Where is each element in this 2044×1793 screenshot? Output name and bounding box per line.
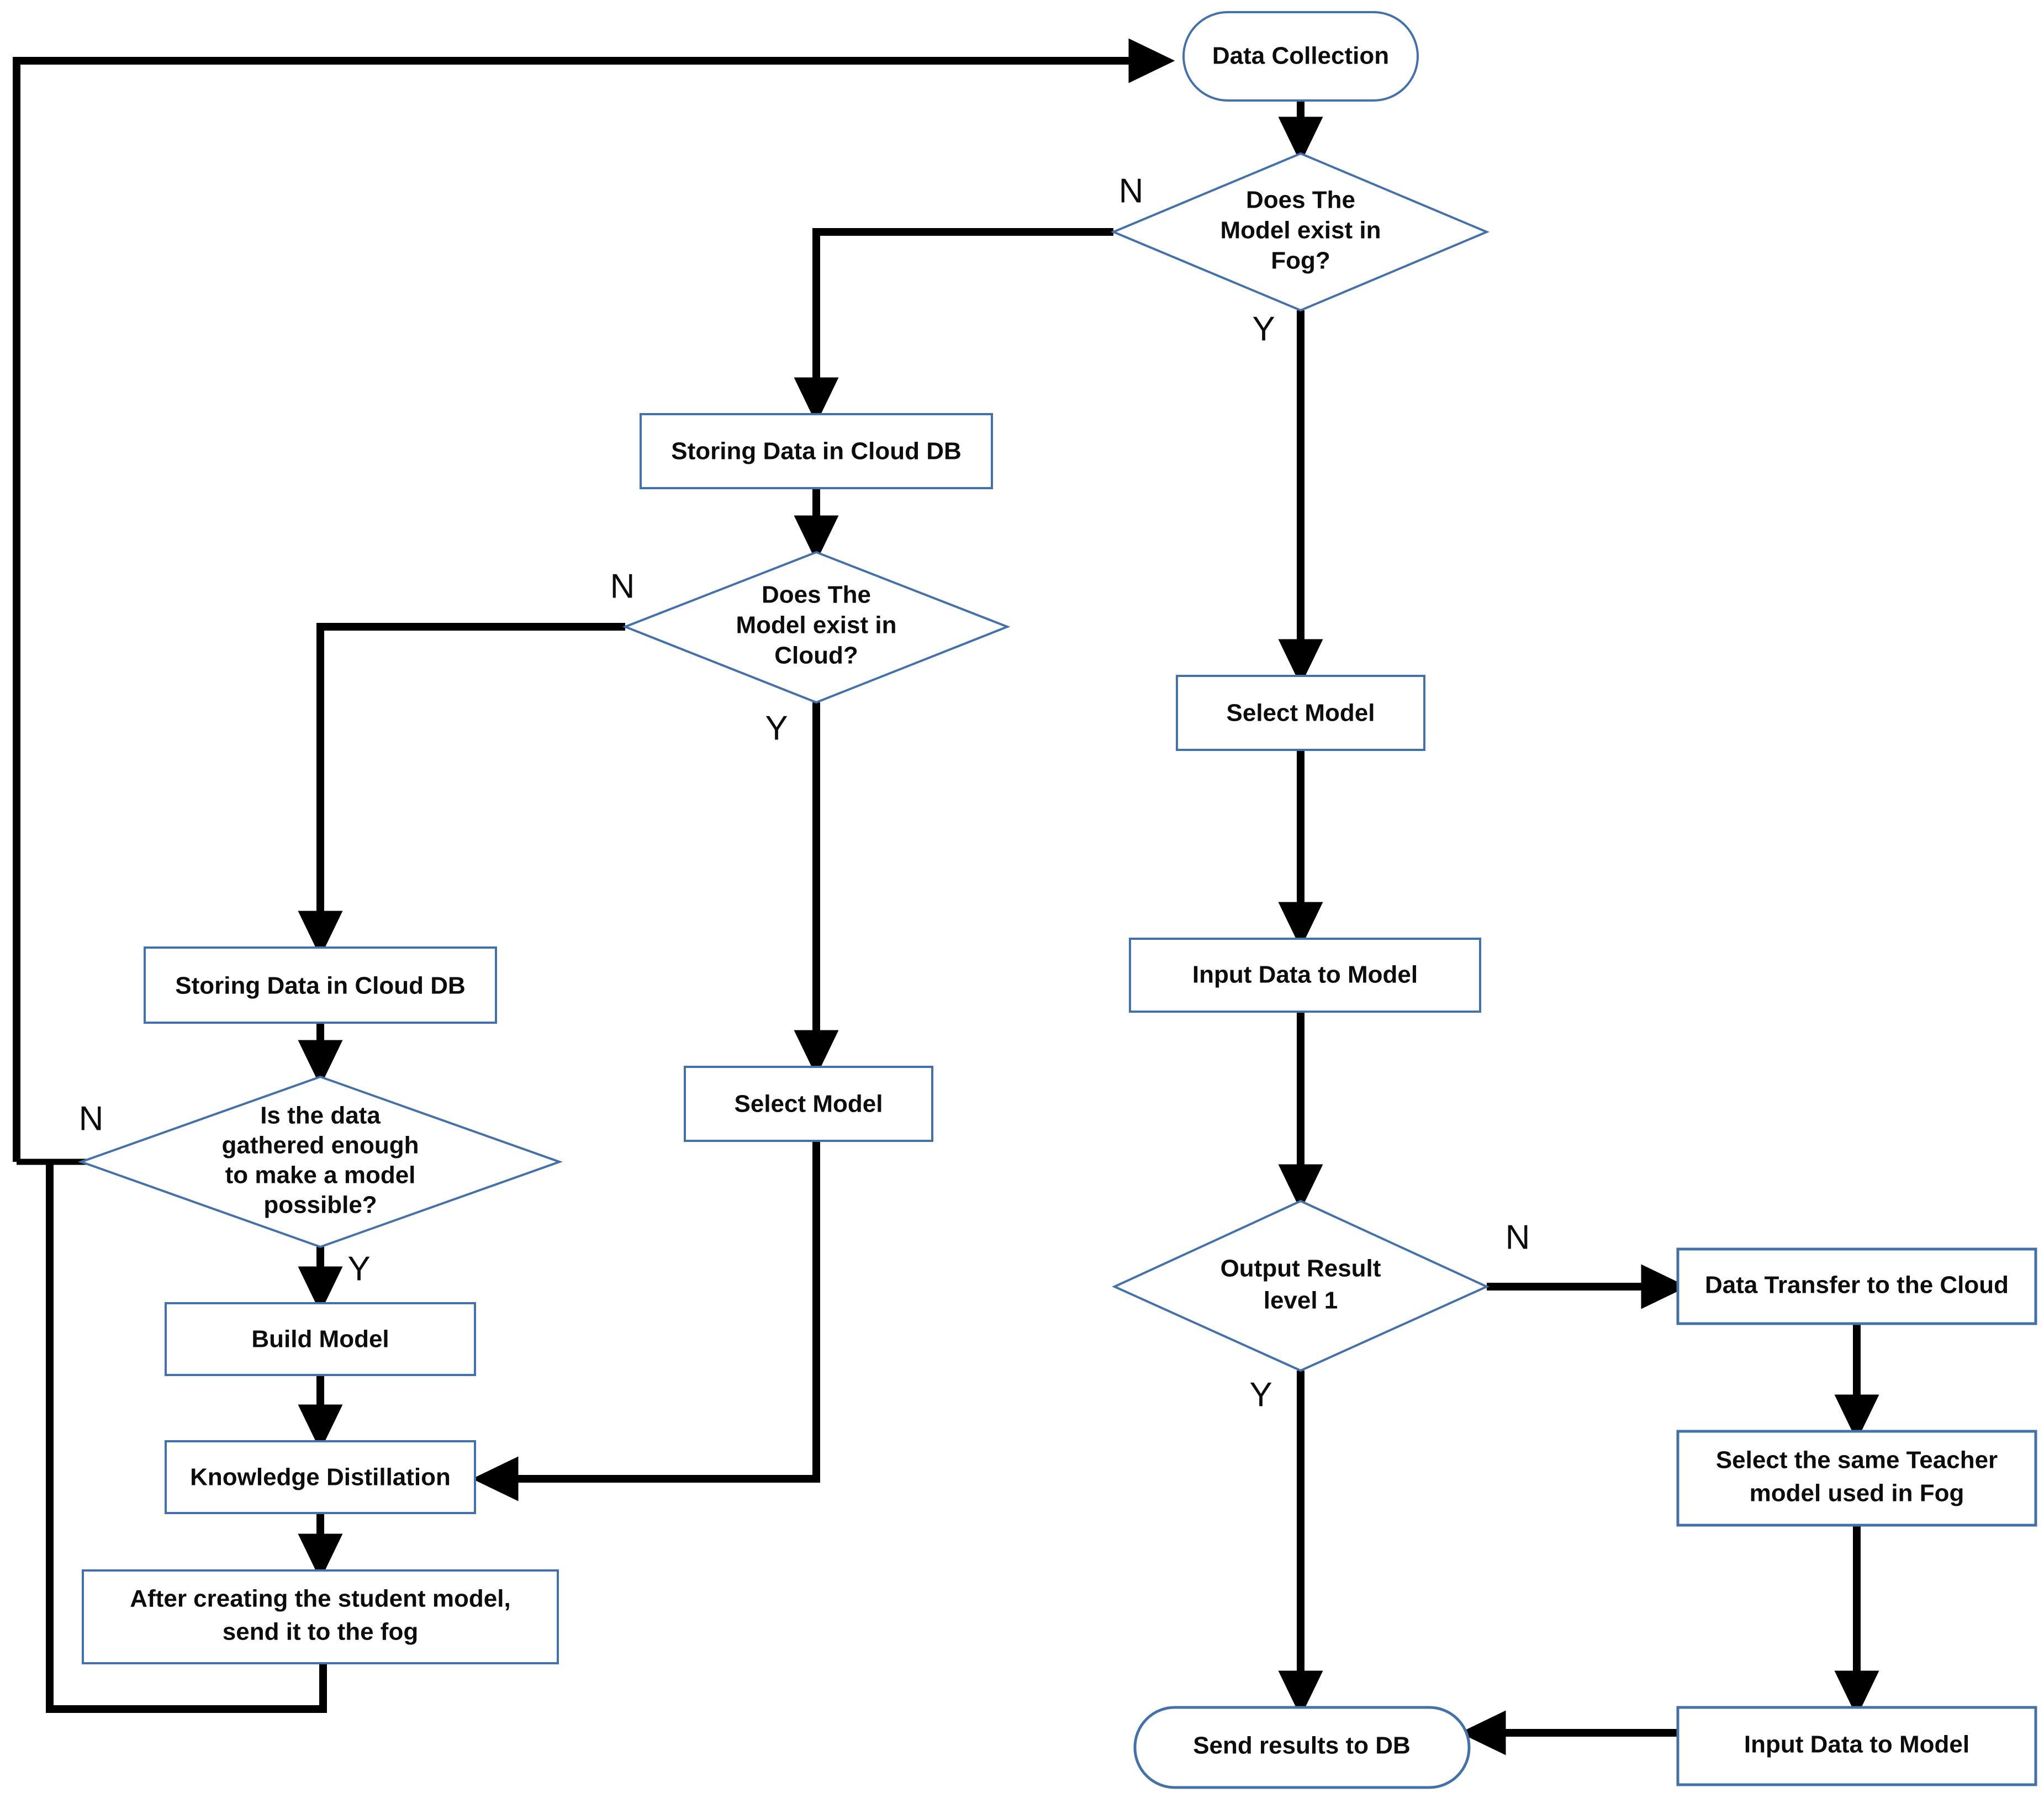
node-after-creating-student-model-line-2: send it to the fog bbox=[223, 1619, 418, 1646]
node-output-result-decision-line-2: level 1 bbox=[1264, 1287, 1338, 1314]
connector-select-model-middle-to-knowledge-distillation bbox=[472, 1141, 820, 1501]
node-input-data-to-model-right-label: Input Data to Model bbox=[1192, 961, 1418, 988]
node-cloud-model-decision-line-2: Model exist in bbox=[736, 612, 897, 639]
node-cloud-model-decision[interactable]: Does The Model exist in Cloud? bbox=[622, 551, 1011, 704]
node-data-collection-label: Data Collection bbox=[1212, 43, 1389, 70]
node-select-model-right-label: Select Model bbox=[1227, 700, 1375, 727]
branch-label-enough-yes: Y bbox=[347, 1250, 370, 1288]
node-data-enough-decision-line-2: gathered enough bbox=[222, 1132, 419, 1159]
node-cloud-model-decision-line-1: Does The bbox=[762, 581, 871, 609]
node-data-enough-decision-line-1: Is the data bbox=[260, 1102, 381, 1129]
node-data-collection[interactable]: Data Collection bbox=[1182, 11, 1419, 102]
node-knowledge-distillation-label: Knowledge Distillation bbox=[190, 1464, 451, 1491]
node-storing-data-cloud-db-top-label: Storing Data in Cloud DB bbox=[671, 438, 962, 465]
node-send-results-to-db[interactable]: Send results to DB bbox=[1133, 1706, 1471, 1789]
node-data-enough-decision-line-3: to make a model bbox=[225, 1162, 416, 1189]
node-select-model-middle-label: Select Model bbox=[735, 1091, 883, 1118]
branch-label-cloud-no: N bbox=[610, 567, 635, 605]
node-storing-data-cloud-db-left[interactable]: Storing Data in Cloud DB bbox=[144, 946, 497, 1024]
node-input-data-to-model-bottom-label: Input Data to Model bbox=[1744, 1731, 1969, 1758]
node-select-teacher-model-line-2: model used in Fog bbox=[1750, 1480, 1964, 1507]
connector-left-rail-bottom-loop bbox=[46, 1162, 327, 1713]
node-data-transfer-to-cloud[interactable]: Data Transfer to the Cloud bbox=[1676, 1247, 2037, 1325]
node-select-model-middle[interactable]: Select Model bbox=[684, 1066, 933, 1142]
node-after-creating-student-model[interactable]: After creating the student model, send i… bbox=[82, 1569, 559, 1664]
node-storing-data-cloud-db-top[interactable]: Storing Data in Cloud DB bbox=[640, 413, 993, 489]
node-output-result-decision-line-1: Output Result bbox=[1221, 1255, 1381, 1282]
branch-label-enough-no: N bbox=[79, 1099, 104, 1138]
node-build-model[interactable]: Build Model bbox=[165, 1302, 476, 1376]
node-knowledge-distillation[interactable]: Knowledge Distillation bbox=[165, 1440, 476, 1514]
node-storing-data-cloud-db-left-label: Storing Data in Cloud DB bbox=[175, 972, 466, 999]
branch-label-cloud-yes: Y bbox=[765, 709, 788, 747]
node-build-model-label: Build Model bbox=[251, 1326, 389, 1353]
node-data-enough-decision-line-4: possible? bbox=[263, 1192, 377, 1219]
node-after-creating-student-model-line-1: After creating the student model, bbox=[130, 1585, 510, 1612]
connector-loopback-to-data-collection bbox=[13, 38, 1175, 1162]
branch-label-output-no: N bbox=[1506, 1218, 1530, 1256]
node-data-enough-decision[interactable]: Is the data gathered enough to make a mo… bbox=[78, 1075, 563, 1249]
node-output-result-decision[interactable]: Output Result level 1 bbox=[1112, 1199, 1490, 1372]
node-cloud-model-decision-line-3: Cloud? bbox=[774, 642, 858, 669]
branch-label-output-yes: Y bbox=[1249, 1376, 1272, 1414]
node-fog-model-decision-line-1: Does The bbox=[1246, 187, 1355, 214]
node-select-teacher-model-line-1: Select the same Teacher bbox=[1716, 1447, 1998, 1474]
branch-label-fog-no: N bbox=[1119, 172, 1144, 210]
node-select-model-right[interactable]: Select Model bbox=[1176, 675, 1425, 751]
node-select-teacher-model[interactable]: Select the same Teacher model used in Fo… bbox=[1676, 1430, 2037, 1527]
node-input-data-to-model-right[interactable]: Input Data to Model bbox=[1129, 938, 1481, 1013]
node-send-results-to-db-label: Send results to DB bbox=[1193, 1732, 1411, 1759]
connector-cloud-no-to-storing-left bbox=[298, 623, 625, 958]
connector-fog-no-to-storing-top bbox=[794, 228, 1113, 424]
node-input-data-to-model-bottom[interactable]: Input Data to Model bbox=[1676, 1706, 2037, 1786]
node-data-transfer-to-cloud-label: Data Transfer to the Cloud bbox=[1705, 1272, 2009, 1299]
node-fog-model-decision-line-3: Fog? bbox=[1271, 247, 1330, 274]
node-fog-model-decision-line-2: Model exist in bbox=[1221, 217, 1381, 244]
node-fog-model-decision[interactable]: Does The Model exist in Fog? bbox=[1110, 152, 1490, 312]
branch-label-fog-yes: Y bbox=[1252, 310, 1275, 348]
